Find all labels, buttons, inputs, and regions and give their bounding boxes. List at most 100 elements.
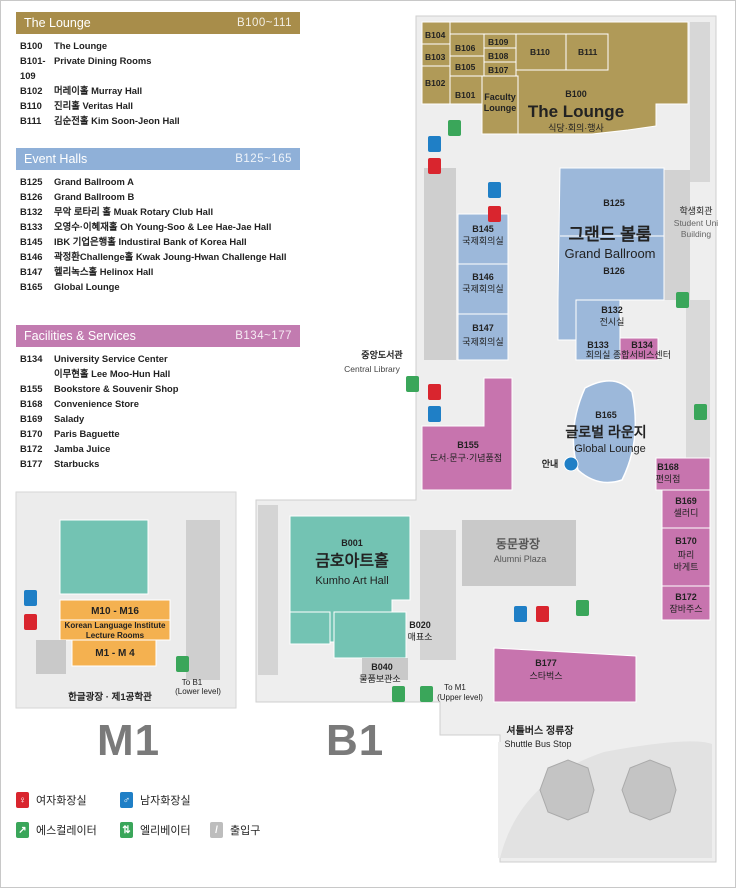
legend-entry-name: Private Dining Rooms xyxy=(54,55,152,66)
map-label-b165: B165 xyxy=(595,410,617,420)
m1-gray-block xyxy=(36,640,66,674)
men-restroom-icon xyxy=(514,606,527,622)
legend-facilities-range: B134~177 xyxy=(235,330,292,342)
escalator-icon xyxy=(676,292,689,308)
legend-entry-name: IBK 기업은행홀 Industiral Bank of Korea Hall xyxy=(54,236,247,247)
map-label-b168: B168 xyxy=(657,462,679,472)
legend-entry-code: B102 xyxy=(20,85,43,96)
map-label-faculty-2: Lounge xyxy=(484,103,517,113)
map-label-b134: B134 xyxy=(631,340,653,350)
map-label-b172-ko: 잠바주스 xyxy=(669,604,702,614)
room-b145 xyxy=(457,213,509,265)
map-label-b001: B001 xyxy=(341,538,363,548)
legend-entry-name: 진리홀 Veritas Hall xyxy=(54,100,134,111)
map-label-b133-ko: 회의실 xyxy=(586,350,611,360)
legend-entry: B155 Bookstore & Souvenir Shop xyxy=(16,381,300,396)
map-label-to-m1-1: To M1 xyxy=(444,683,466,692)
map-label-b168-ko: 편의점 xyxy=(656,473,681,484)
map-label-b155-ko: 도서·문구·기념품점 xyxy=(430,452,502,463)
men-restroom-icon xyxy=(428,136,441,152)
legend-entry-name: The Lounge xyxy=(54,40,108,51)
legend-events-title: Event Halls xyxy=(24,152,88,166)
legend-entry-code: B145 xyxy=(20,236,43,247)
legend-facilities-header: Facilities & Services B134~177 xyxy=(16,325,300,347)
escalator-icon: ↗ xyxy=(16,822,29,838)
women-restroom-icon: ♀ xyxy=(16,792,29,808)
legend-entry-code: B134 xyxy=(20,353,43,364)
legend-entry-name: Grand Ballroom A xyxy=(54,176,134,187)
label-b107: B107 xyxy=(488,65,509,75)
map-label-to-b1-2: (Lower level) xyxy=(175,687,221,696)
legend-entry-name: Jamba Juice xyxy=(54,443,111,454)
legend-entry-code: B133 xyxy=(20,221,43,232)
map-label-b134-ko: 종합서비스센터 xyxy=(613,350,671,360)
map-label-b132: B132 xyxy=(601,305,623,315)
legend-entry: B145 IBK 기업은행홀 Industiral Bank of Korea H… xyxy=(16,234,300,249)
map-label-b169-ko: 셀러디 xyxy=(674,508,699,518)
east-strip xyxy=(690,22,710,182)
label-b111: B111 xyxy=(578,47,598,57)
alumni-plaza xyxy=(462,520,576,586)
map-label-student-en-2: Building xyxy=(681,229,712,239)
elevator-icon xyxy=(694,404,707,420)
women-restroom-icon xyxy=(24,614,37,630)
faculty-lounge-room xyxy=(481,75,519,135)
women-restroom-icon xyxy=(428,158,441,174)
map-label-shuttle-ko: 셔틀버스 정류장 xyxy=(506,724,574,737)
info-icon xyxy=(563,456,579,472)
map-label-library-ko: 중앙도서관 xyxy=(361,349,403,360)
legend-entry-code: B101-109 xyxy=(20,55,46,81)
map-label-b020: B020 xyxy=(409,620,431,630)
map-label-b170-ko-1: 파리 xyxy=(678,550,695,560)
room-b147 xyxy=(457,313,509,361)
map-label-plaza-en: Alumni Plaza xyxy=(494,554,547,564)
legend-entry-code: B147 xyxy=(20,266,43,277)
legend-entry-code: B165 xyxy=(20,281,43,292)
legend-entry-code: B126 xyxy=(20,191,43,202)
m1-hall xyxy=(59,519,149,595)
women-restroom-icon xyxy=(428,384,441,400)
key-men: ♂ 남자화장실 xyxy=(120,792,191,808)
map-label-m1-caption: 한글광장 · 제1공학관 xyxy=(68,691,152,703)
room-b177 xyxy=(493,647,637,703)
legend-entry-code: B155 xyxy=(20,383,43,394)
m1-east-strip xyxy=(186,520,220,680)
legend-entry-name: Convenience Store xyxy=(54,398,139,409)
women-restroom-icon xyxy=(488,206,501,222)
map-label-lounge-en: The Lounge xyxy=(528,102,624,121)
escalator-icon xyxy=(392,686,405,702)
map-label-b146: B146 xyxy=(472,272,494,282)
map-label-ballroom-ko: 그랜드 볼룸 xyxy=(569,225,652,244)
women-restroom-icon xyxy=(536,606,549,622)
map-label-kumho-en: Kumho Art Hall xyxy=(315,575,388,587)
floor-label-m1: M1 xyxy=(97,716,161,765)
men-restroom-icon xyxy=(428,406,441,422)
legend-entry-name: 곽정환Challenge홀 Kwak Joung-Hwan Challenge … xyxy=(54,251,287,262)
map-label-b177: B177 xyxy=(535,658,557,668)
men-restroom-icon xyxy=(24,590,37,606)
map-label-b172: B172 xyxy=(675,592,697,602)
label-b104: B104 xyxy=(425,30,446,40)
map-label-to-b1-1: To B1 xyxy=(182,678,203,687)
label-b103: B103 xyxy=(425,52,446,62)
map-label-b170-ko-2: 바게트 xyxy=(674,562,699,572)
key-elevator: ⇅ 엘리베이터 xyxy=(120,822,191,838)
kumho-side-room xyxy=(289,611,331,645)
map-label-b132-ko: 전시실 xyxy=(600,317,625,327)
map-label-m1m4: M1 - M 4 xyxy=(95,648,135,659)
legend-entry-name: Bookstore & Souvenir Shop xyxy=(54,383,179,394)
